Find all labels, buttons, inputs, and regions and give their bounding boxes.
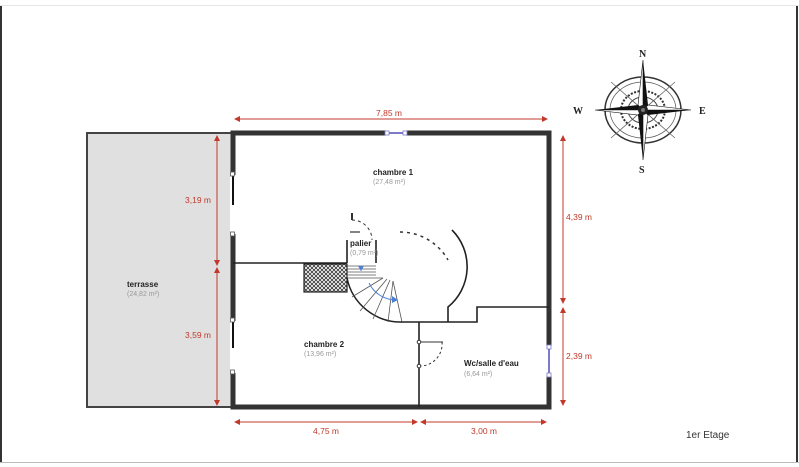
svg-text:terrasse: terrasse: [127, 280, 159, 289]
frame-right-border: [796, 6, 798, 462]
frame-left-border: [0, 6, 2, 462]
svg-text:2,39 m: 2,39 m: [566, 351, 592, 361]
svg-text:(0,79 m²): (0,79 m²): [350, 250, 378, 257]
room-label-palier: palier (0,79 m²): [350, 239, 378, 257]
dimension-lines: [214, 116, 566, 425]
svg-text:(24,82 m²): (24,82 m²): [127, 291, 159, 298]
svg-text:4,75 m: 4,75 m: [313, 426, 339, 436]
svg-text:chambre 2: chambre 2: [304, 340, 345, 349]
frame-top-border: [0, 5, 799, 6]
compass-rose-icon: N S E W: [573, 49, 706, 176]
doors: [350, 213, 449, 369]
room-label-chambre-2: chambre 2 (13,96 m²): [304, 340, 345, 358]
svg-text:3,19 m: 3,19 m: [185, 195, 211, 205]
frame-bottom-border: [0, 462, 799, 463]
svg-text:chambre 1: chambre 1: [373, 168, 414, 177]
dimension-labels: 7,85 m 3,19 m 3,59 m 4,39 m 2,39 m 4,75 …: [185, 108, 592, 436]
interior-walls: [233, 229, 549, 407]
left-wall-openings: [230, 171, 236, 375]
stair-void: [303, 263, 348, 293]
svg-text:3,00 m: 3,00 m: [471, 426, 497, 436]
room-label-terrasse: terrasse (24,82 m²): [127, 280, 159, 298]
svg-text:4,39 m: 4,39 m: [566, 212, 592, 222]
terrace-area: [86, 132, 234, 408]
compass-east-label: E: [699, 106, 706, 117]
svg-text:Wc/salle d'eau: Wc/salle d'eau: [464, 359, 519, 368]
svg-text:3,59 m: 3,59 m: [185, 330, 211, 340]
svg-text:(27,48 m²): (27,48 m²): [373, 179, 405, 186]
svg-text:7,85 m: 7,85 m: [376, 108, 402, 118]
floor-label: 1er Etage: [686, 430, 730, 441]
wc-window: [546, 344, 552, 378]
top-window: [384, 130, 408, 136]
svg-text:(6,64 m²): (6,64 m²): [464, 371, 492, 378]
room-label-chambre-1: chambre 1 (27,48 m²): [373, 168, 414, 186]
svg-text:(13,96 m²): (13,96 m²): [304, 351, 336, 358]
compass-north-label: N: [639, 49, 647, 60]
svg-text:palier: palier: [350, 239, 371, 248]
compass-west-label: W: [573, 106, 583, 117]
staircase: [346, 265, 403, 323]
compass-south-label: S: [639, 165, 645, 176]
room-label-wc: Wc/salle d'eau (6,64 m²): [464, 359, 519, 378]
